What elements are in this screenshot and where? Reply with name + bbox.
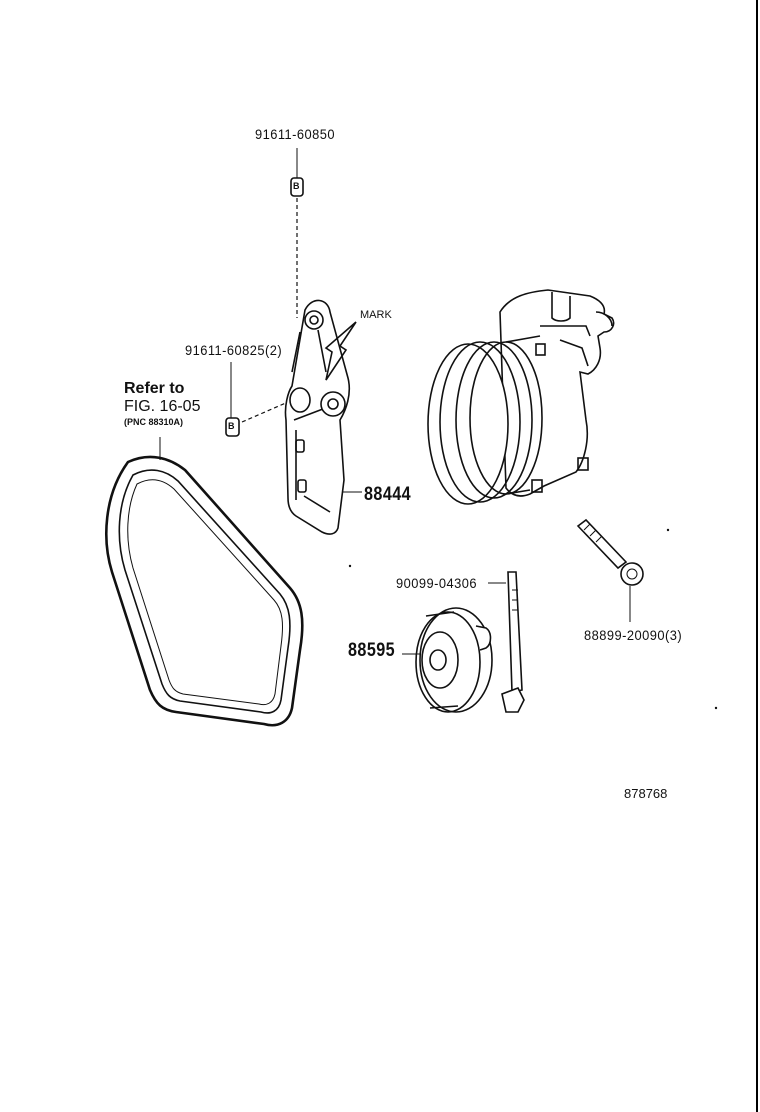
mark-arrow [324,321,357,381]
frame-right-edge [756,0,758,1112]
illustration-number: 878768 [624,786,668,801]
fig-reference: FIG. 16-05 [124,398,201,415]
refer-to-line: Refer to [124,380,185,397]
part-number-top-bolt: 91611-60850 [255,126,336,142]
part-number-pulley-bolt: 90099-04306 [396,575,477,591]
part-number-idler-pulley: 88595 [348,640,396,661]
bolt-b-symbol-side: B [228,421,235,431]
part-number-compressor-bolt: 88899-20090(3) [584,627,683,643]
refer-to-note: Refer to FIG. 16-05 (PNC 88310A) [124,380,200,428]
side-bolt-drawing [225,362,289,437]
drive-belt [105,455,304,727]
pnc-reference: (PNC 88310A) [124,417,184,427]
mark-label: MARK [360,309,392,321]
idler-pulley-drawing [402,607,493,713]
bolt-b-symbol-top: B [293,181,300,191]
part-number-bracket: 88444 [364,484,412,505]
pulley-bolt-drawing [488,571,525,713]
compressor-drawing [427,289,615,505]
part-number-side-bolt: 91611-60825(2) [185,342,283,358]
compressor-bolt-drawing [576,518,644,622]
bracket-drawing [284,299,362,535]
top-bolt-drawing [290,148,304,318]
